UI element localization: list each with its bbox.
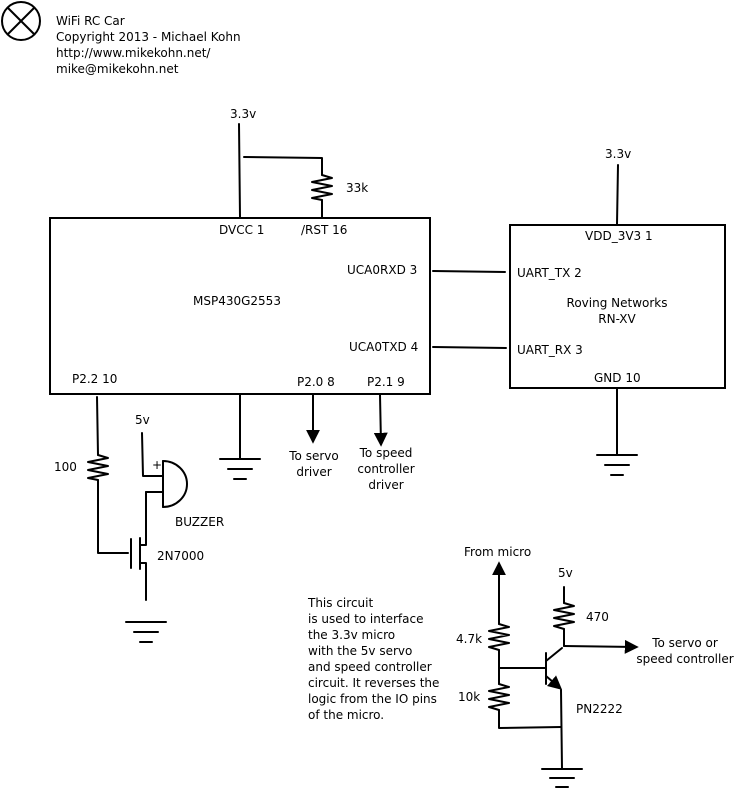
- wifi-pin-rx: UART_RX 3: [517, 343, 583, 357]
- note-line: with the 5v servo: [308, 644, 412, 658]
- resistor-4k7-icon: [488, 623, 510, 651]
- mosfet-label: 2N7000: [157, 549, 204, 563]
- from-micro-label: From micro: [464, 545, 531, 559]
- email-text: mike@mikekohn.net: [56, 62, 179, 76]
- rst-wire-top: [243, 156, 323, 176]
- pin-txd: UCA0TXD 4: [349, 340, 418, 354]
- speed-label-2: controller: [357, 462, 414, 476]
- resistor-100-label: 100: [54, 460, 77, 474]
- note-line: circuit. It reverses the: [308, 676, 439, 690]
- note-line: the 3.3v micro: [308, 628, 395, 642]
- supply-label-5v: 5v: [558, 566, 573, 580]
- servo-label-2: driver: [296, 465, 331, 479]
- pin-p20: P2.0 8: [297, 375, 335, 389]
- lamp-icon: [1, 1, 41, 41]
- note-line: logic from the IO pins: [308, 692, 437, 706]
- supply-label-wifi: 3.3v: [605, 147, 631, 161]
- gate-wire: [97, 479, 129, 554]
- uart-tx-wire: [432, 346, 507, 349]
- ground-icon: [125, 621, 167, 643]
- title-text: WiFi RC Car: [56, 14, 125, 28]
- wifi-name-2: RN-XV: [598, 312, 636, 326]
- mosfet-source-wire: [139, 562, 147, 601]
- transistor-icon: [545, 647, 563, 690]
- resistor-33k-label: 33k: [346, 181, 368, 195]
- note-line: is used to interface: [308, 612, 423, 626]
- wifi-pin-vdd: VDD_3V3 1: [585, 229, 653, 243]
- pin-p21: P2.1 9: [367, 375, 405, 389]
- dvcc-wire: [238, 123, 241, 218]
- output-label-1: To servo or: [651, 636, 718, 650]
- buzzer-supply-wire: [141, 432, 164, 477]
- pin-rst: /RST 16: [301, 223, 347, 237]
- resistor-4k7-label: 4.7k: [456, 632, 482, 646]
- divider-ground-wire: [498, 709, 562, 729]
- supply-label-mcu: 3.3v: [230, 107, 256, 121]
- note-line: of the micro.: [308, 708, 384, 722]
- emitter-wire: [560, 689, 563, 770]
- pin-p22: P2.2 10: [72, 372, 117, 386]
- resistor-100-icon: [87, 454, 109, 481]
- mcu-box: [49, 217, 431, 395]
- wifi-vdd-wire: [616, 164, 619, 225]
- ground-icon: [541, 768, 583, 788]
- resistor-33k-icon: [311, 174, 333, 201]
- uart-rx-wire: [432, 270, 506, 273]
- transistor-label: PN2222: [576, 702, 623, 716]
- wifi-pin-gnd: GND 10: [594, 371, 641, 385]
- resistor-10k-label: 10k: [458, 690, 480, 704]
- speed-label-1: To speed: [359, 446, 413, 460]
- buzzer-icon: [162, 460, 188, 508]
- speed-label-3: driver: [368, 478, 403, 492]
- wifi-pin-tx: UART_TX 2: [517, 266, 582, 280]
- buzzer-plus-label: +: [152, 458, 162, 472]
- output-arrow: [563, 639, 639, 654]
- note-line: and speed controller: [308, 660, 432, 674]
- servo-label-1: To servo: [288, 449, 338, 463]
- wifi-module-box: [509, 224, 726, 389]
- resistor-10k-icon: [488, 683, 510, 711]
- resistor-470-label: 470: [586, 610, 609, 624]
- buzzer-label: BUZZER: [175, 515, 224, 529]
- resistor-470-icon: [553, 602, 575, 630]
- pin-dvcc: DVCC 1: [219, 223, 264, 237]
- ground-icon: [219, 458, 261, 480]
- p22-wire: [96, 396, 99, 456]
- mcu-name: MSP430G2553: [193, 294, 281, 308]
- ground-icon: [596, 454, 638, 476]
- output-label-2: speed controller: [636, 652, 733, 666]
- mosfet-drain-wire: [139, 491, 147, 546]
- supply-label-buzzer: 5v: [135, 413, 150, 427]
- url-text: http://www.mikekohn.net/: [56, 46, 211, 60]
- pin-rxd: UCA0RXD 3: [347, 263, 417, 277]
- wifi-name-1: Roving Networks: [567, 296, 668, 310]
- copyright-text: Copyright 2013 - Michael Kohn: [56, 30, 241, 44]
- note-line: This circuit: [307, 596, 373, 610]
- speed-arrow: [373, 394, 388, 447]
- interface-note: This circuit is used to interface the 3.…: [307, 596, 439, 722]
